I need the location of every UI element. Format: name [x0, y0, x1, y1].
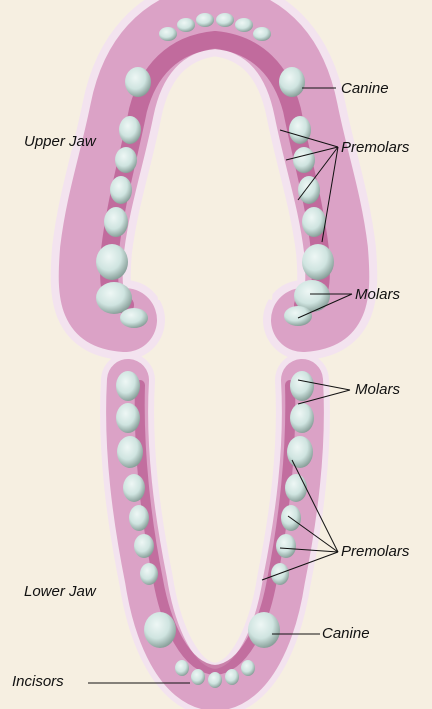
label-canine-upper: Canine: [341, 80, 389, 98]
label-molars-upper: Molars: [355, 286, 400, 304]
label-upper-jaw: Upper Jaw: [24, 133, 96, 151]
label-premolars-upper: Premolars: [341, 139, 409, 157]
lower-canine-left: [144, 612, 176, 648]
upper-jaw: [91, 13, 338, 328]
label-incisors: Incisors: [12, 673, 64, 691]
upper-canine-left: [125, 67, 151, 97]
lower-canine-right: [248, 612, 280, 648]
upper-jaw-palate: [155, 64, 274, 300]
label-premolars-lower: Premolars: [341, 543, 409, 561]
lower-jaw: [116, 371, 314, 690]
label-lower-jaw: Lower Jaw: [24, 583, 96, 601]
upper-canine-right: [279, 67, 305, 97]
label-canine-lower: Canine: [322, 625, 370, 643]
label-molars-lower: Molars: [355, 381, 400, 399]
